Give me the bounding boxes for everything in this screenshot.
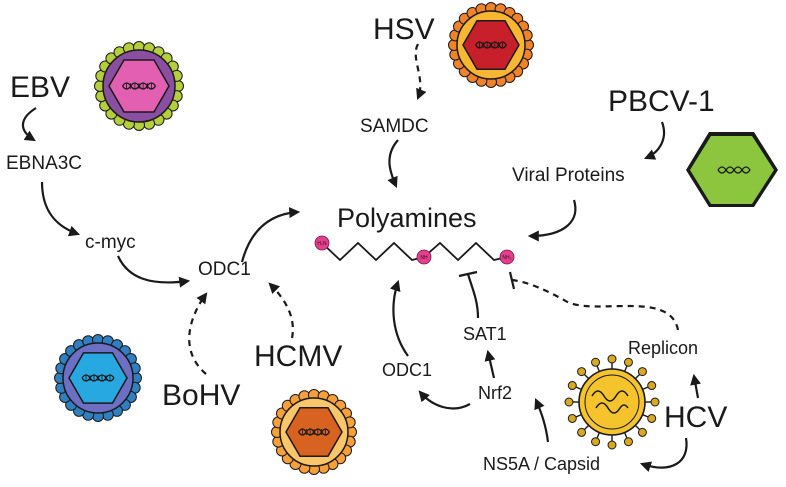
pbcv-label: PBCV-1 — [608, 85, 715, 118]
arrow-ebv-to-ebna3c — [21, 107, 37, 142]
sat1-label: SAT1 — [463, 324, 507, 344]
hcv-spike — [567, 413, 577, 423]
ebv-label: EBV — [10, 71, 70, 104]
arrow-hcv-to-replicon — [690, 373, 701, 399]
amine-node-left — [314, 235, 330, 251]
arrow-hcmv-to-odc1 — [268, 282, 294, 339]
arrow-hsv-to-samdc — [414, 43, 427, 101]
arrow-ebna3c-to-cmyc — [40, 181, 81, 237]
hcv-spike — [607, 354, 617, 364]
odc1-left-label: ODC1 — [198, 259, 251, 280]
arrow-nrf2-to-odc1-right — [418, 390, 471, 410]
bohv-label: BoHV — [162, 379, 240, 412]
hcv-spike — [650, 397, 660, 407]
hcv-spike — [623, 357, 633, 367]
arrow-hcv-to-ns5a — [639, 437, 688, 472]
hcv-spike — [637, 367, 647, 377]
hcv-spike — [623, 437, 633, 447]
hcv-spike — [564, 397, 574, 407]
viral-proteins-label: Viral Proteins — [512, 165, 625, 186]
arrow-odc1-to-polyamines — [240, 207, 301, 263]
inhibit-sat1-to-polyamines — [466, 273, 480, 319]
arrow-samdc-to-polyamines — [387, 139, 399, 189]
replicon-label: Replicon — [628, 338, 698, 358]
cmyc-label: c-myc — [85, 232, 136, 253]
ns5a-capsid-label: NS5A / Capsid — [483, 454, 600, 474]
ebna3c-label: EBNA3C — [6, 153, 82, 174]
amine-node-right — [499, 249, 515, 265]
hcv-virion-icon — [564, 354, 660, 450]
arrow-pbcv-to-viral-proteins — [643, 121, 666, 160]
arrow-cmyc-to-odc1 — [116, 255, 191, 288]
arrow-ns5a-to-nrf2 — [534, 397, 550, 443]
hcv-spike — [577, 427, 587, 437]
hsv-virion-icon — [448, 2, 534, 88]
hcv-label: HCV — [664, 401, 727, 434]
inhibit-replicon-to-polyamines — [511, 278, 680, 331]
arrow-nrf2-to-sat1 — [484, 349, 496, 379]
hcmv-virion-icon — [271, 389, 357, 475]
ebv-virion-icon — [94, 41, 184, 131]
hcv-spike — [607, 440, 617, 450]
amine-node-middle — [416, 249, 432, 265]
amine-label-middle: NH — [420, 255, 428, 261]
hcv-spike — [567, 381, 577, 391]
arrow-bohv-to-odc1 — [188, 292, 208, 375]
samdc-label: SAMDC — [360, 116, 429, 137]
hcv-spike — [591, 437, 601, 447]
hcv-spike — [591, 357, 601, 367]
nrf2-label: Nrf2 — [478, 383, 512, 403]
hcv-spike — [647, 381, 657, 391]
amine-label-right: NH₂ — [502, 255, 511, 261]
arrow-odc1-right-to-polyamines — [390, 279, 409, 357]
inhibit-replicon-bar — [508, 271, 516, 290]
hcmv-label: HCMV — [254, 340, 342, 373]
odc1-right-label: ODC1 — [382, 360, 432, 380]
polyamine-molecule: H₂N NH NH₂ — [314, 235, 515, 265]
hsv-label: HSV — [373, 13, 435, 46]
hcv-spike — [577, 367, 587, 377]
amine-label-left: H₂N — [317, 241, 327, 247]
inhibit-sat1-bar — [458, 270, 478, 278]
hcv-spike — [637, 427, 647, 437]
bohv-virion-icon — [54, 334, 142, 422]
hcv-spike — [647, 413, 657, 423]
pbcv-virion-icon — [686, 132, 778, 207]
arrow-viral-proteins-to-polyamines — [527, 199, 577, 242]
polyamines-title: Polyamines — [337, 203, 477, 233]
